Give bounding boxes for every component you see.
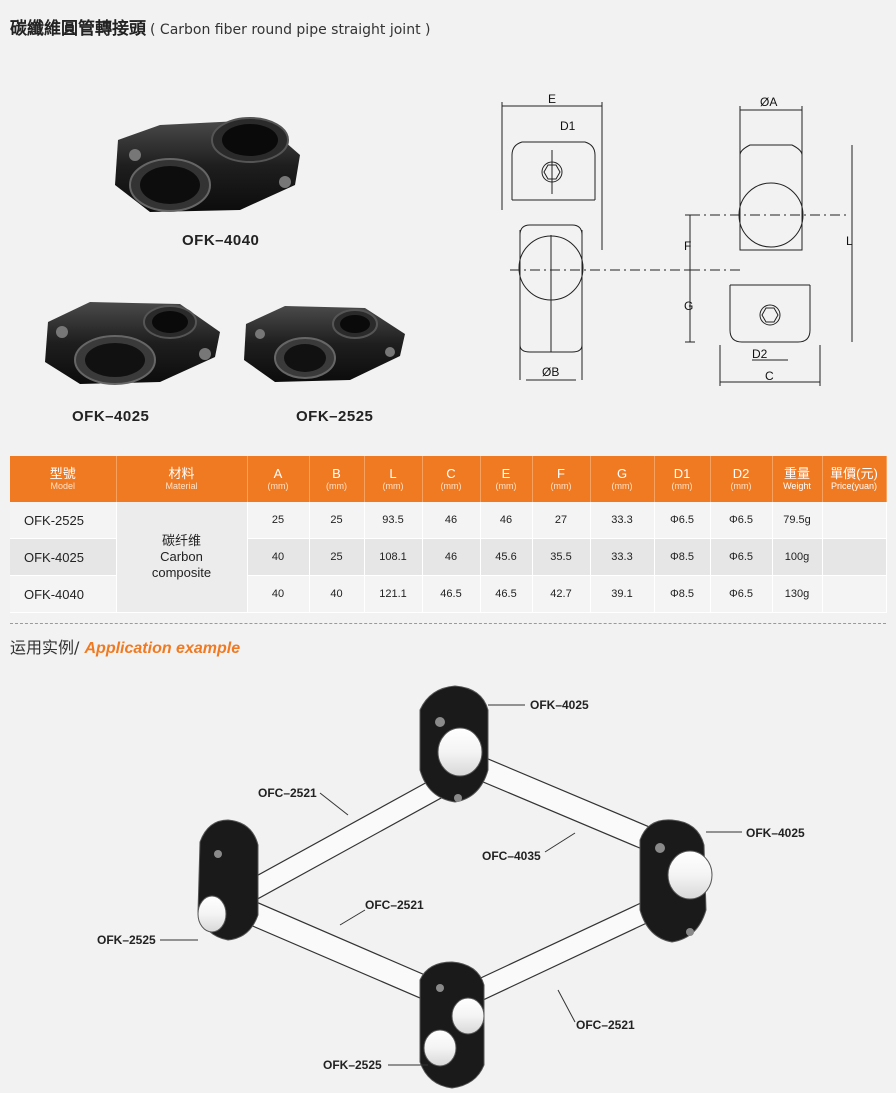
cell-b: 25 xyxy=(309,538,365,576)
dim-g: G xyxy=(684,299,693,313)
product-label-2: OFK–4025 xyxy=(72,408,150,425)
callout-1: OFK–4025 xyxy=(530,698,589,712)
title-en: ( Carbon fiber round pipe straight joint… xyxy=(150,22,431,38)
cell-a: 25 xyxy=(247,502,310,539)
cell-d1: Φ8.5 xyxy=(654,538,711,576)
application-title-cn: 运用实例/ xyxy=(10,638,80,657)
dim-d2: D2 xyxy=(752,347,768,361)
callout-7: OFC–2521 xyxy=(576,1018,635,1032)
cell-a: 40 xyxy=(247,575,310,613)
cell-d2: Φ6.5 xyxy=(710,575,773,613)
header-a: A(mm) xyxy=(247,456,310,502)
cell-price xyxy=(822,538,887,576)
cell-c: 46 xyxy=(422,502,481,539)
cell-l: 121.1 xyxy=(364,575,423,613)
cell-weight: 79.5g xyxy=(772,502,823,539)
header-c: C(mm) xyxy=(422,456,481,502)
header-l: L(mm) xyxy=(364,456,423,502)
dim-b: ØB xyxy=(542,365,559,379)
page-title: 碳纖維圓管轉接頭( Carbon fiber round pipe straig… xyxy=(10,14,430,39)
cell-weight: 130g xyxy=(772,575,823,613)
dim-e: E xyxy=(548,92,556,106)
cell-l: 93.5 xyxy=(364,502,423,539)
material-en2: composite xyxy=(151,565,212,580)
title-cn: 碳纖維圓管轉接頭 xyxy=(10,19,146,39)
dim-a: ØA xyxy=(760,95,777,109)
callout-6: OFK–2525 xyxy=(97,933,156,947)
cell-e: 46 xyxy=(480,502,533,539)
cell-price xyxy=(822,575,887,613)
header-d1: D1(mm) xyxy=(654,456,711,502)
callout-5: OFC–2521 xyxy=(365,898,424,912)
cell-f: 35.5 xyxy=(532,538,591,576)
application-illustration xyxy=(160,685,742,1089)
header-f: F(mm) xyxy=(532,456,591,502)
header-b: B(mm) xyxy=(309,456,365,502)
product-label-3: OFK–2525 xyxy=(296,408,374,425)
section-divider xyxy=(10,623,886,624)
cell-model: OFK-4040 xyxy=(10,575,117,613)
application-title: 运用实例/ Application example xyxy=(10,634,240,658)
callout-2: OFC–2521 xyxy=(258,786,317,800)
cell-e: 45.6 xyxy=(480,538,533,576)
header-e: E(mm) xyxy=(480,456,533,502)
cell-weight: 100g xyxy=(772,538,823,576)
cell-e: 46.5 xyxy=(480,575,533,613)
cell-b: 40 xyxy=(309,575,365,613)
header-price: 單價(元)Price(yuan) xyxy=(822,456,887,502)
application-title-en: Application example xyxy=(84,640,241,657)
cell-d2: Φ6.5 xyxy=(710,538,773,576)
callout-8: OFK–2525 xyxy=(323,1058,382,1072)
cell-model: OFK-2525 xyxy=(10,502,117,539)
material-en1: Carbon xyxy=(160,549,203,564)
callout-4: OFC–4035 xyxy=(482,849,541,863)
product-label-1: OFK–4040 xyxy=(182,232,260,249)
cell-a: 40 xyxy=(247,538,310,576)
cell-model: OFK-4025 xyxy=(10,538,117,576)
product-image-ofk-2525 xyxy=(244,306,405,382)
callout-3: OFK–4025 xyxy=(746,826,805,840)
table-row: OFK-4025 40 25 108.1 46 45.6 35.5 33.3 Φ… xyxy=(10,538,887,576)
cell-l: 108.1 xyxy=(364,538,423,576)
table-row: OFK-4040 40 40 121.1 46.5 46.5 42.7 39.1… xyxy=(10,575,887,613)
cell-g: 33.3 xyxy=(590,502,655,539)
cell-c: 46.5 xyxy=(422,575,481,613)
cell-c: 46 xyxy=(422,538,481,576)
cell-d2: Φ6.5 xyxy=(710,502,773,539)
cell-material: 碳纤维 Carbon composite xyxy=(116,502,248,613)
material-cn: 碳纤维 xyxy=(161,533,201,548)
header-g: G(mm) xyxy=(590,456,655,502)
dim-l: L xyxy=(846,234,853,248)
header-d2: D2(mm) xyxy=(710,456,773,502)
cell-d1: Φ6.5 xyxy=(654,502,711,539)
dim-d1: D1 xyxy=(560,119,576,133)
cell-f: 42.7 xyxy=(532,575,591,613)
dim-f: F xyxy=(684,239,691,253)
table-row: OFK-2525 碳纤维 Carbon composite 25 25 93.5… xyxy=(10,502,887,613)
cell-g: 39.1 xyxy=(590,575,655,613)
cell-f: 27 xyxy=(532,502,591,539)
cell-price xyxy=(822,502,887,539)
technical-drawing: E D1 ØB ØA F G L D2 C xyxy=(501,92,853,386)
cell-d1: Φ8.5 xyxy=(654,575,711,613)
dim-c: C xyxy=(765,369,774,383)
product-image-ofk-4025 xyxy=(45,302,220,385)
cell-b: 25 xyxy=(309,502,365,539)
cell-g: 33.3 xyxy=(590,538,655,576)
product-image-ofk-4040 xyxy=(115,117,300,212)
